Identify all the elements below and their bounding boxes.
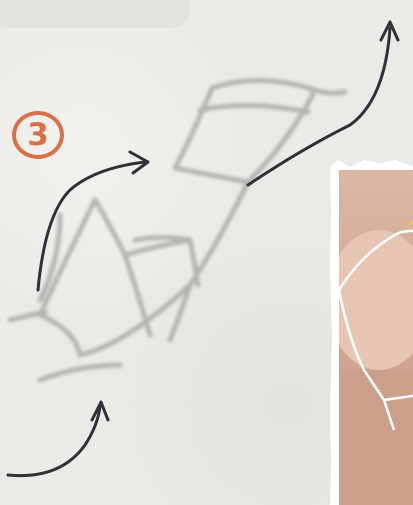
- sketch-back-strip: [200, 105, 308, 112]
- sketch-left-edge: [40, 200, 95, 315]
- photo-shoulder-shape: [339, 230, 413, 370]
- sketch-top-face: [175, 80, 345, 182]
- photo-yellow-accent: [409, 218, 413, 225]
- reference-photo: [339, 170, 413, 505]
- curved-arrow-up-right-icon: [8, 402, 108, 476]
- pencil-strokes: [10, 80, 345, 380]
- sketch-spine-curve: [170, 182, 248, 340]
- photo-overlay-lines: [339, 170, 413, 505]
- sketch-mid-face: [95, 200, 198, 285]
